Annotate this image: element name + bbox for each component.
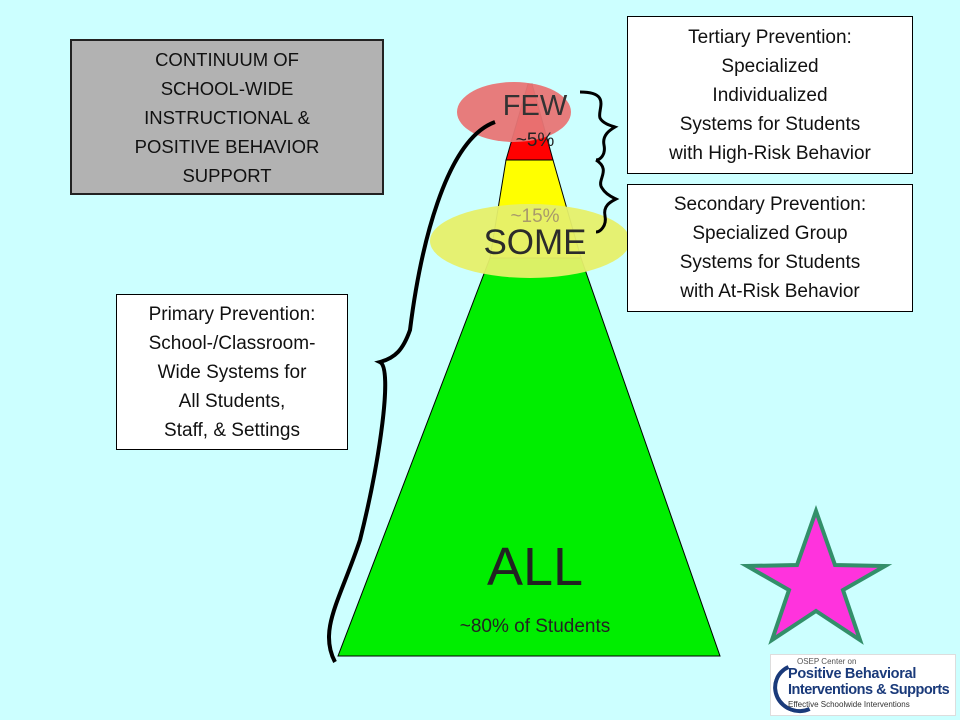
some-highlight xyxy=(430,204,630,278)
tertiary-line: Systems for Students xyxy=(679,113,861,135)
tertiary-brace xyxy=(579,90,619,162)
pbis-logo: OSEP Center on Positive Behavioral Inter… xyxy=(770,654,956,716)
title-line: SCHOOL-WIDE xyxy=(160,77,294,99)
tertiary-line: with High-Risk Behavior xyxy=(669,142,871,164)
logo-line: Positive Behavioral xyxy=(788,666,917,682)
some-percent: ~15% xyxy=(510,206,560,227)
secondary-prevention-box: Secondary Prevention: Specialized Group … xyxy=(627,184,913,312)
star-icon xyxy=(739,504,893,645)
primary-line: Staff, & Settings xyxy=(164,419,300,441)
logo-line: Interventions & Supports xyxy=(788,682,950,698)
logo-line: Effective Schoolwide Interventions xyxy=(788,700,910,709)
logo-line: OSEP Center on xyxy=(797,657,857,666)
some-label: SOME xyxy=(483,223,587,262)
tertiary-line: Specialized xyxy=(721,55,819,77)
primary-line: Wide Systems for xyxy=(157,361,307,383)
all-label: ALL xyxy=(486,537,584,597)
continuum-title-box: CONTINUUM OF SCHOOL-WIDE INSTRUCTIONAL &… xyxy=(70,39,384,195)
few-label: FEW xyxy=(502,90,568,122)
secondary-line: Specialized Group xyxy=(692,223,848,244)
all-percent: ~80% of Students xyxy=(459,616,611,637)
title-line: SUPPORT xyxy=(182,164,272,186)
secondary-brace xyxy=(595,158,620,234)
primary-line: School-/Classroom- xyxy=(148,332,316,354)
primary-line: Primary Prevention: xyxy=(148,303,316,325)
title-line: POSITIVE BEHAVIOR xyxy=(134,135,320,157)
title-line: CONTINUUM OF xyxy=(155,48,299,70)
primary-line: All Students, xyxy=(178,390,286,412)
primary-brace xyxy=(326,120,496,663)
tertiary-line: Tertiary Prevention: xyxy=(688,26,852,48)
secondary-line: Systems for Students xyxy=(679,252,861,273)
title-line: INSTRUCTIONAL & xyxy=(144,106,310,128)
primary-prevention-box: Primary Prevention: School-/Classroom- W… xyxy=(116,294,348,450)
secondary-line: with At-Risk Behavior xyxy=(680,281,860,302)
few-percent: ~5% xyxy=(515,130,555,151)
tertiary-line: Individualized xyxy=(712,84,828,106)
tertiary-prevention-box: Tertiary Prevention: Specialized Individ… xyxy=(627,16,913,174)
secondary-line: Secondary Prevention: xyxy=(673,194,867,215)
